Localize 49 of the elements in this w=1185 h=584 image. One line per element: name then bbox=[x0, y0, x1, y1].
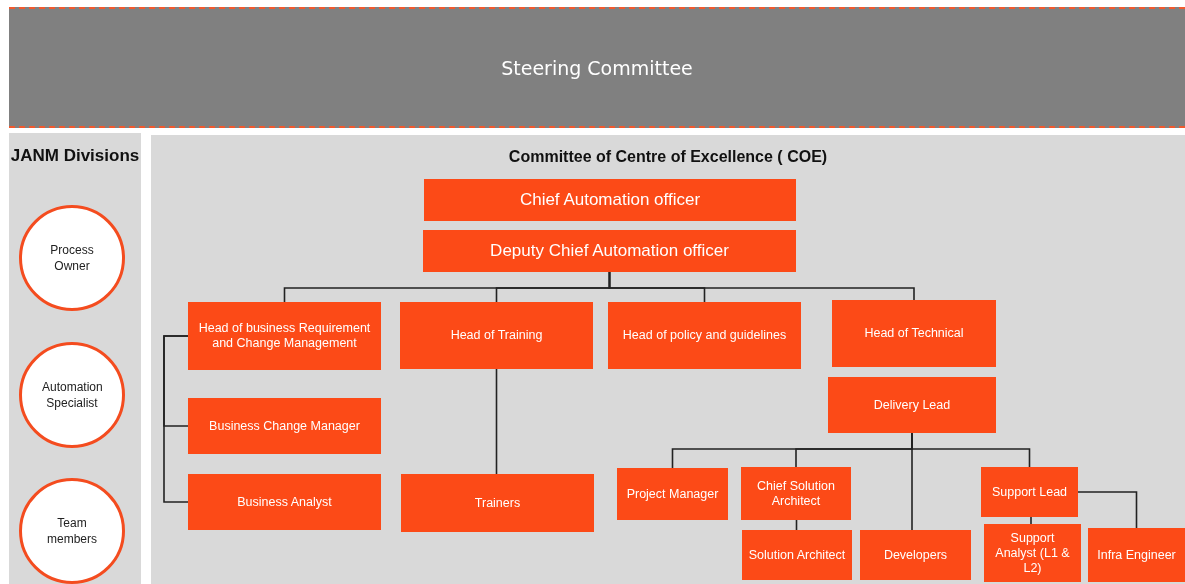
role-label: Solution Architect bbox=[747, 547, 847, 563]
role-label: Support Lead bbox=[990, 484, 1069, 500]
role-label: Delivery Lead bbox=[872, 397, 952, 413]
role-label: Project Manager bbox=[625, 486, 720, 502]
role-label: Infra Engineer bbox=[1096, 547, 1177, 563]
connector-line bbox=[608, 271, 915, 301]
role-box bbox=[608, 302, 801, 369]
side-panel bbox=[9, 133, 141, 584]
role-box bbox=[400, 302, 593, 369]
role-label: Business Change Manager bbox=[208, 418, 361, 434]
role-box bbox=[832, 300, 996, 367]
role-box bbox=[828, 377, 996, 433]
coe-panel bbox=[151, 135, 1185, 584]
connector-line bbox=[1077, 491, 1138, 529]
role-label: Deputy Chief Automation officer bbox=[489, 241, 730, 261]
connector-line bbox=[911, 432, 1031, 468]
steering-band bbox=[9, 7, 1185, 128]
role-label: Head of Training bbox=[449, 328, 544, 343]
role-box bbox=[188, 474, 381, 530]
role-label: Trainers bbox=[473, 495, 522, 511]
connector-line bbox=[163, 335, 189, 503]
role-box bbox=[742, 530, 852, 580]
role-box bbox=[984, 524, 1081, 582]
connector-line bbox=[1030, 516, 1032, 525]
role-label: Automation Specialist bbox=[42, 379, 102, 411]
role-box bbox=[423, 230, 796, 272]
role-label: Support Analyst (L1 & L2) bbox=[994, 530, 1071, 576]
role-box bbox=[860, 530, 971, 580]
role-box bbox=[617, 468, 728, 520]
role-box bbox=[188, 398, 381, 454]
role-box bbox=[741, 467, 851, 520]
panel-heading: Committee of Centre of Excellence ( COE) bbox=[508, 148, 828, 165]
role-box bbox=[424, 179, 796, 221]
role-label: Developers bbox=[882, 547, 949, 563]
role-label: Head of Technical bbox=[863, 326, 965, 341]
role-label: Business Analyst bbox=[236, 494, 333, 510]
band-title: Steering Committee bbox=[501, 56, 693, 79]
role-box bbox=[981, 467, 1078, 517]
role-box bbox=[401, 474, 594, 532]
role-label: Head of policy and guidelines bbox=[621, 328, 788, 343]
role-box bbox=[1088, 528, 1185, 582]
role-label: Team members bbox=[46, 515, 98, 547]
connector-line bbox=[495, 368, 498, 475]
role-label: Head of business Requirement and Change Management bbox=[197, 321, 372, 351]
role-label: Chief Automation officer bbox=[518, 190, 702, 210]
role-label: Chief Solution Architect bbox=[756, 478, 836, 509]
panel-heading: JANM Divisions bbox=[9, 145, 141, 166]
role-label: Process Owner bbox=[49, 242, 95, 274]
role-box bbox=[188, 302, 381, 370]
